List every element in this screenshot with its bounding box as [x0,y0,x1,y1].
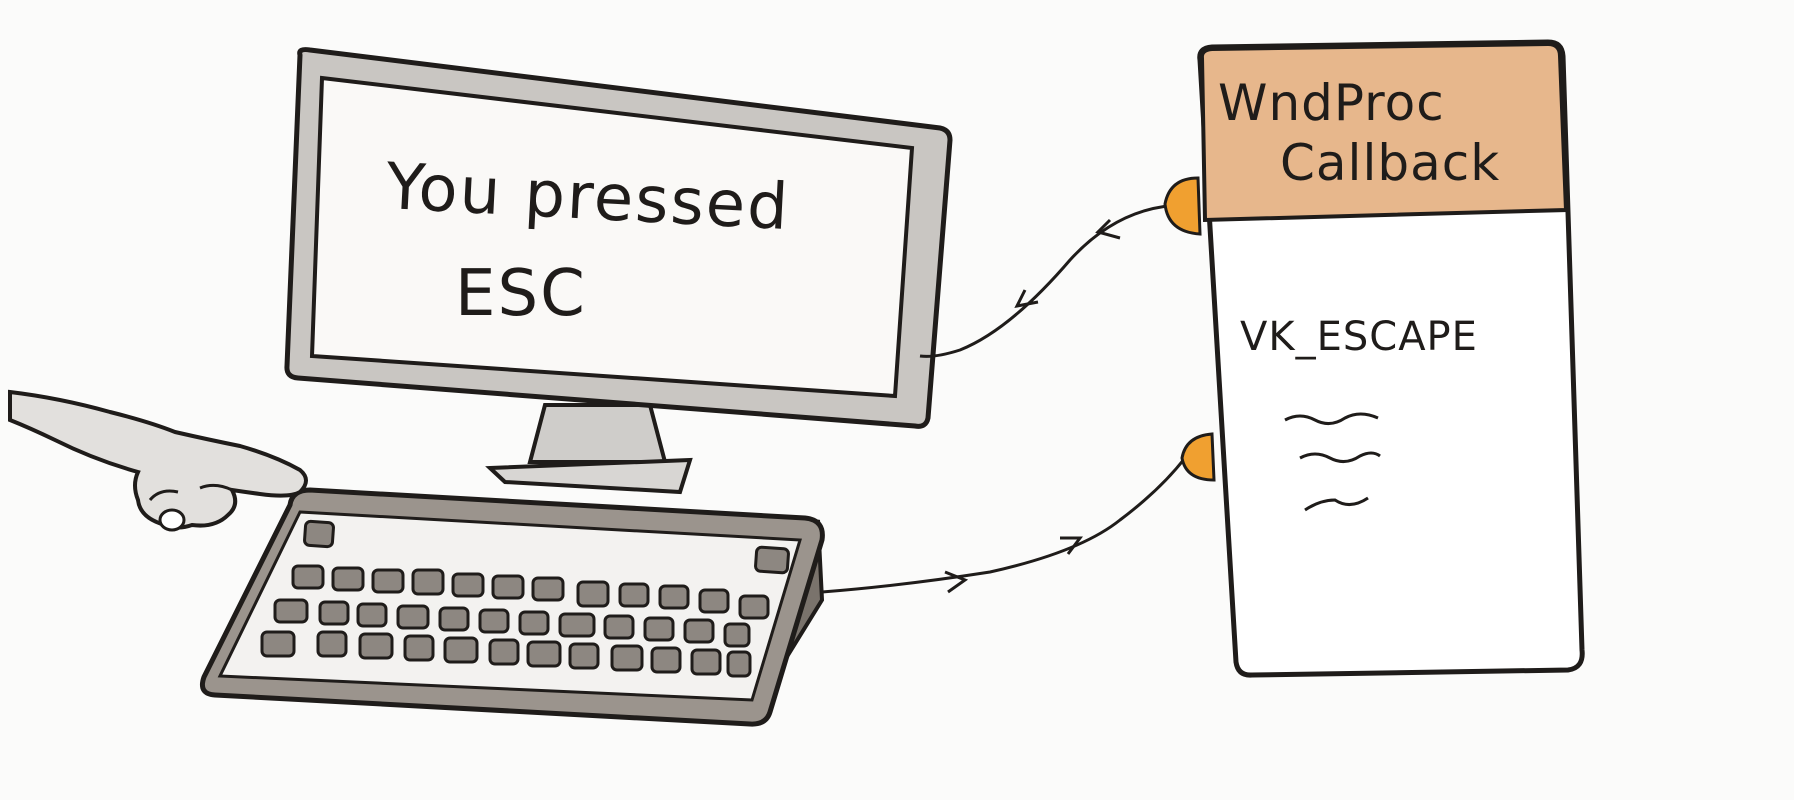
key-grid [260,564,770,678]
arrowhead-lower-1 [944,570,969,594]
keyboard-to-callback-line [821,457,1187,594]
monitor-text-line2: ESC [455,257,587,331]
arrowhead-upper-2 [1014,289,1039,309]
code-squiggle-3 [1304,496,1369,512]
callback-title-line1: WndProc [1218,74,1445,132]
monitor-stand-base [485,457,693,495]
keyboard [199,487,825,727]
wndproc-callback-box: WndProc Callback VK_ESCAPE [1163,39,1585,678]
monitor: You pressed ESC [284,47,953,495]
hand-finger-crease [199,483,233,492]
hand-knuckle [148,489,179,502]
code-squiggle-2 [1299,451,1381,463]
hand-outline [8,389,308,530]
callback-code-label: VK_ESCAPE [1240,314,1478,360]
corner-key [754,545,790,575]
callback-header [1199,41,1569,223]
callback-to-monitor-line [919,203,1186,358]
connectors [821,203,1187,594]
connector-dot-upper [1163,176,1202,236]
arrowhead-upper-1 [1095,218,1121,240]
monitor-screen [309,75,915,399]
connector-dot-lower [1180,432,1216,482]
pointing-hand-icon [8,389,308,532]
monitor-stand-neck [527,403,668,464]
hand-fingernail [158,508,186,532]
callback-title-line2: Callback [1280,134,1500,192]
code-squiggle-1 [1284,412,1379,425]
esc-key [303,519,335,549]
arrowhead-lower-2 [1060,536,1083,555]
